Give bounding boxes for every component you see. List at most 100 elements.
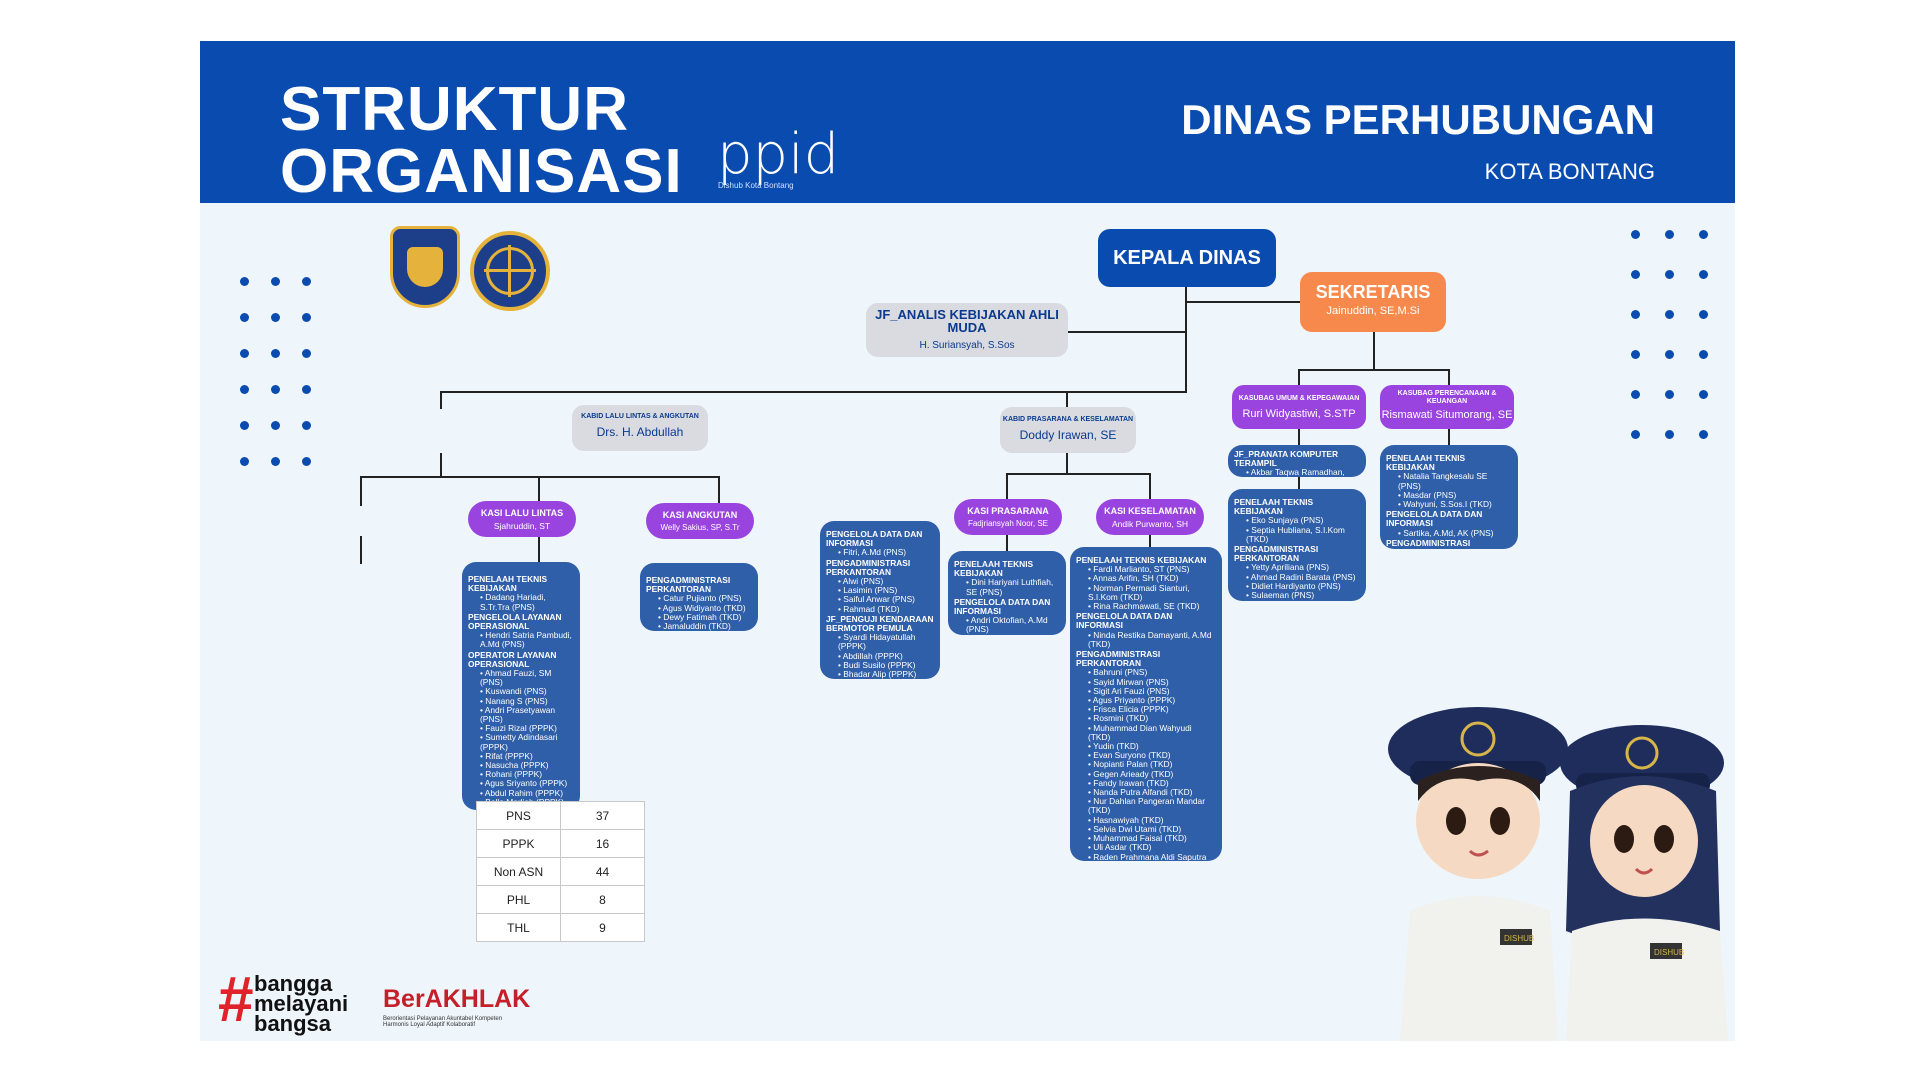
kabid-pk-title: KABID PRASARANA & KESELAMATAN — [1002, 416, 1134, 423]
staff-list: Akbar Taqwa Ramadhan, A.Md.T — [1246, 468, 1360, 477]
staff-member: Bhadar Alip (PPPK) — [838, 669, 934, 679]
panel-section-heading: PENELAAH TEKNIS KEBIJAKAN — [1386, 453, 1466, 473]
kasi-lalin-name: Sjahruddin, ST — [493, 521, 551, 531]
staff-member: Fardi Marlianto, ST (PNS) — [1088, 564, 1216, 574]
staff-member: Saiful Anwar (PNS) — [838, 595, 934, 604]
staff-member: Muhammad Ali Waruwata (TKD) — [1246, 600, 1360, 601]
staff-list: Hendri Satria Pambudi, A.Md (PNS) — [480, 631, 574, 650]
mascot-illustration: DISHUB DISHUB — [1388, 707, 1728, 1041]
panel-section-heading: PENGADMINISTRASI PERKANTORAN — [646, 575, 731, 595]
staff-member: Abdul Rahim (PPPK) — [480, 788, 574, 798]
dishub-emblem-icon — [470, 231, 550, 311]
staff-member: Norman Permadi Sianturi, S.I.Kom (TKD) — [1088, 583, 1216, 602]
badge-left: DISHUB — [1504, 934, 1534, 943]
kabid-pk-name: Doddy Irawan, SE — [1019, 428, 1117, 442]
kasubag-umum-title: KASUBAG UMUM & KEPEGAWAIAN — [1238, 395, 1360, 402]
kasubag-renc-name: Rismawati Situmorang, SE — [1381, 409, 1513, 421]
staff-member: Rosmini (TKD) — [1088, 714, 1216, 723]
staff-panel-keselamatan: PENELAAH TEKNIS KEBIJAKANFardi Marlianto… — [1070, 547, 1222, 861]
staff-member: Frisca Elicia (PPPK) — [1088, 705, 1216, 714]
staff-member: Rifat (PPPK) — [480, 751, 574, 761]
bangga-word-1: bangga — [254, 971, 333, 996]
staff-member: Budi Susilo (PPPK) — [838, 660, 934, 670]
staff-list: Ninda Restika Damayanti, A.Md (TKD) — [1088, 630, 1216, 649]
dots-decoration-left — [240, 277, 311, 466]
ppid-logo: ppid — [717, 122, 840, 187]
staff-member: Bahruni (PNS) — [1088, 668, 1216, 677]
panel-section-heading: PENGADMINISTRASI PERKANTORAN — [1386, 537, 1471, 549]
staff-list: Dini Hariyani Luthfiah, SE (PNS) — [966, 578, 1060, 597]
berakhlak-logo: BerAKHLAK — [383, 985, 531, 1013]
kasi-angkutan-title: KASI ANGKUTAN — [662, 510, 738, 520]
panel-section-heading: PENGADMINISTRASI PERKANTORAN — [1076, 649, 1161, 669]
panel-section-heading: PENELAAH TEKNIS KEBIJAKAN — [1234, 497, 1314, 517]
staff-member: Abdillah (PPPK) — [838, 651, 934, 661]
staff-member: Rahmad (TKD) — [838, 604, 934, 614]
staff-member: Nopianti Palan (TKD) — [1088, 760, 1216, 769]
kasi-prasarana-title: KASI PRASARANA — [967, 506, 1049, 516]
staff-member: Alwi (PNS) — [838, 576, 934, 586]
staff-member: Muhammad Faisal (TKD) — [1088, 833, 1216, 843]
org-chart-poster: STRUKTUR ORGANISASI ppid Dishub Kota Bon… — [200, 41, 1735, 1041]
kota-bontang-seal-icon — [390, 226, 460, 308]
kepala-dinas-title: KEPALA DINAS — [1113, 247, 1261, 269]
staff-member: Akbar Taqwa Ramadhan, A.Md.T — [1246, 468, 1360, 477]
staff-member: Agus Sriyanto (PPPK) — [480, 779, 574, 788]
kepala-dinas-box: KEPALA DINAS — [1098, 229, 1276, 287]
staff-member: Nur Dahlan Pangeran Mandar (TKD) — [1088, 797, 1216, 816]
title-line-2: ORGANISASI — [280, 137, 683, 206]
staff-member: Nasucha (PPPK) — [480, 760, 574, 770]
staff-list: Alwi (PNS)Lasimin (PNS)Saiful Anwar (PNS… — [838, 576, 934, 614]
kasi-prasarana-name: Fadjriansyah Noor, SE — [967, 519, 1049, 528]
panel-section-heading: PENELAAH TEKNIS KEBIJAKAN — [1076, 555, 1207, 565]
stats-value: 9 — [560, 913, 645, 942]
staff-list: Ahmad Fauzi, SM (PNS)Kuswandi (PNS)Nanan… — [480, 668, 574, 810]
title-line-1: STRUKTUR — [280, 75, 629, 144]
staff-panel-pdi: PENGELOLA DATA DAN INFORMASIFitri, A.Md … — [820, 521, 940, 679]
staff-member: Syardi Hidayatullah (PPPK) — [838, 633, 934, 652]
staff-member: Gegen Arieady (TKD) — [1088, 769, 1216, 779]
staff-member: Ahmad Fauzi, SM (PNS) — [480, 668, 574, 687]
staff-member: Sumetty Adindasari (PPPK) — [480, 733, 574, 752]
staff-member: Ahmad Radini Barata (PNS) — [1246, 572, 1360, 582]
staff-member: Eko Sunjaya (PNS) — [1246, 516, 1360, 525]
staff-panel-renc: PENELAAH TEKNIS KEBIJAKANNatalia Tangkes… — [1380, 445, 1518, 549]
panel-section-heading: OPERATOR LAYANAN OPERASIONAL — [468, 649, 557, 669]
sekretaris-name: Jainuddin, SE,M.Si — [1326, 305, 1420, 317]
staff-list: Andri Oktofian, A.Md (PNS) — [966, 616, 1060, 635]
staff-member: Raden Prahmana Aldi Saputra (TKD) — [1088, 852, 1216, 861]
staff-member: Dewy Fatimah (TKD) — [658, 612, 752, 622]
staff-member: Didiet Hardiyanto (PNS) — [1246, 581, 1360, 591]
panel-section-heading: PENELAAH TEKNIS KEBIJAKAN — [468, 574, 548, 594]
jf-analis-name: H. Suriansyah, S.Sos — [919, 340, 1015, 351]
staff-member: Sartika, A.Md, AK (PNS) — [1398, 528, 1512, 538]
stats-label: PNS — [476, 801, 561, 830]
staff-member: Agus Widiyanto (TKD) — [658, 603, 752, 613]
kabid-lla-box: KABID LALU LINTAS & ANGKUTAN Drs. H. Abd… — [572, 405, 708, 451]
staff-list: Sartika, A.Md, AK (PNS) — [1398, 528, 1512, 538]
staff-member: Hasnawiyah (TKD) — [1088, 815, 1216, 825]
panel-section-heading: PENELAAH TEKNIS KEBIJAKAN — [954, 559, 1034, 579]
stats-value: 37 — [560, 801, 645, 830]
hashtag-icon: # — [218, 963, 254, 1035]
staff-member: Annas Arifin, SH (TKD) — [1088, 574, 1216, 583]
stats-label: PPPK — [476, 829, 561, 858]
staff-member: Sayid Mirwan (PNS) — [1088, 677, 1216, 687]
staff-list: Bahruni (PNS)Sayid Mirwan (PNS)Sigit Ari… — [1088, 668, 1216, 861]
staff-member: Jamaluddin (TKD) — [658, 621, 752, 631]
jf-analis-box: JF_ANALIS KEBIJAKAN AHLI MUDA H. Surians… — [866, 303, 1068, 357]
staff-member: Fauzi Rizal (PPPK) — [480, 724, 574, 733]
staff-panel-prasarana: PENELAAH TEKNIS KEBIJAKANDini Hariyani L… — [948, 551, 1066, 635]
staff-list: Eko Sunjaya (PNS)Septia Hubliana, S.I.Ko… — [1246, 516, 1360, 544]
staff-list: Catur Pujianto (PNS)Agus Widiyanto (TKD)… — [658, 594, 752, 631]
panel-section-heading: PENGADMINISTRASI PERKANTORAN — [1234, 544, 1319, 564]
kabid-lla-title: KABID LALU LINTAS & ANGKUTAN — [581, 413, 699, 420]
staff-panel-pranata: JF_PRANATA KOMPUTER TERAMPILAkbar Taqwa … — [1228, 445, 1366, 477]
kasi-lalin-title: KASI LALU LINTAS — [480, 508, 564, 518]
staff-member: Andri Oktofian, A.Md (PNS) — [966, 616, 1060, 635]
staff-member: Rina Rachmawati, SE (TKD) — [1088, 601, 1216, 611]
